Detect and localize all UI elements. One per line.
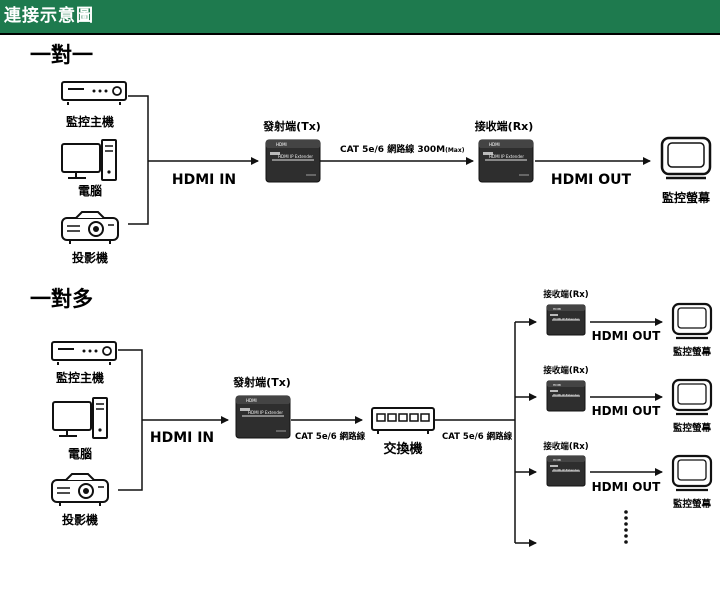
computer-icon	[61, 139, 117, 181]
section-title-one-to-one: 一對一	[30, 43, 93, 67]
dvr-icon	[61, 81, 127, 106]
tx-badge: HDMI	[276, 142, 287, 147]
hdmi-in-label-2: HDMI IN	[150, 430, 214, 446]
rx-badge-r1: HDMI	[553, 307, 561, 311]
switch-label: 交換機	[383, 441, 422, 457]
monitor-icon-r1	[671, 302, 713, 340]
source-label-dvr: 監控主機	[66, 114, 114, 129]
source-label-pc-2: 電腦	[68, 446, 92, 461]
header-divider	[0, 33, 720, 35]
display-label-r2: 監控螢幕	[673, 422, 712, 434]
rx-label-r2: 接收端(Rx)	[543, 365, 588, 376]
source-label-projector-2: 投影機	[62, 512, 98, 527]
rx-name: HDMI IP Extender	[489, 154, 524, 159]
hdmi-out-label: HDMI OUT	[551, 172, 632, 188]
monitor-icon	[660, 136, 712, 180]
rx-extender	[478, 139, 534, 183]
tx-extender-2	[235, 395, 291, 439]
rx-name-r2: HDMI IP Extender	[553, 393, 580, 397]
hdmi-in-label: HDMI IN	[172, 172, 236, 188]
more-dots-icon	[624, 510, 628, 544]
computer-icon	[52, 397, 108, 439]
hdmi-out-label-r1: HDMI OUT	[592, 329, 662, 343]
hdmi-out-label-r3: HDMI OUT	[592, 480, 662, 494]
display-label-r3: 監控螢幕	[673, 498, 712, 510]
source-label-pc: 電腦	[78, 183, 102, 198]
source-label-projector: 投影機	[72, 250, 108, 265]
rx-label-r3: 接收端(Rx)	[543, 441, 588, 452]
rx-name-r1: HDMI IP Extender	[553, 317, 580, 321]
tx-name-2: HDMI IP Extender	[248, 410, 283, 415]
rx-label-r1: 接收端(Rx)	[543, 289, 588, 300]
monitor-icon-r3	[671, 454, 713, 492]
tx-badge-2: HDMI	[246, 398, 257, 403]
cable-label-3: CAT 5e/6 網路線	[442, 431, 513, 442]
cable-label: CAT 5e/6 網路線 300M(Max)	[340, 143, 465, 155]
source-bracket	[128, 95, 149, 225]
display-label-r1: 監控螢幕	[673, 346, 712, 358]
rx-badge: HDMI	[489, 142, 500, 147]
source-bracket-2	[118, 349, 143, 491]
dvr-icon	[51, 341, 117, 366]
tx-extender	[265, 139, 321, 183]
projector-icon	[61, 211, 119, 245]
page-title: 連接示意圖	[4, 6, 94, 26]
header-bar: 連接示意圖	[0, 0, 720, 33]
rx-badge-r2: HDMI	[553, 383, 561, 387]
projector-icon	[51, 473, 109, 507]
tx-label-2: 發射端(Tx)	[232, 375, 291, 389]
display-label: 監控螢幕	[662, 190, 711, 205]
network-switch-icon	[371, 407, 435, 435]
cable-label-2: CAT 5e/6 網路線	[295, 431, 366, 442]
tx-label: 發射端(Tx)	[262, 119, 321, 133]
cable-label-main: CAT 5e/6 網路線 300M	[340, 143, 445, 155]
rx-label: 接收端(Rx)	[475, 119, 534, 133]
hdmi-out-label-r2: HDMI OUT	[592, 404, 662, 418]
tx-name: HDMI IP Extender	[278, 154, 313, 159]
cable-label-suffix: (Max)	[445, 147, 465, 154]
source-label-dvr-2: 監控主機	[56, 370, 104, 385]
section-title-one-to-many: 一對多	[30, 287, 93, 311]
rx-badge-r3: HDMI	[553, 458, 561, 462]
monitor-icon-r2	[671, 378, 713, 416]
rx-name-r3: HDMI IP Extender	[553, 468, 580, 472]
